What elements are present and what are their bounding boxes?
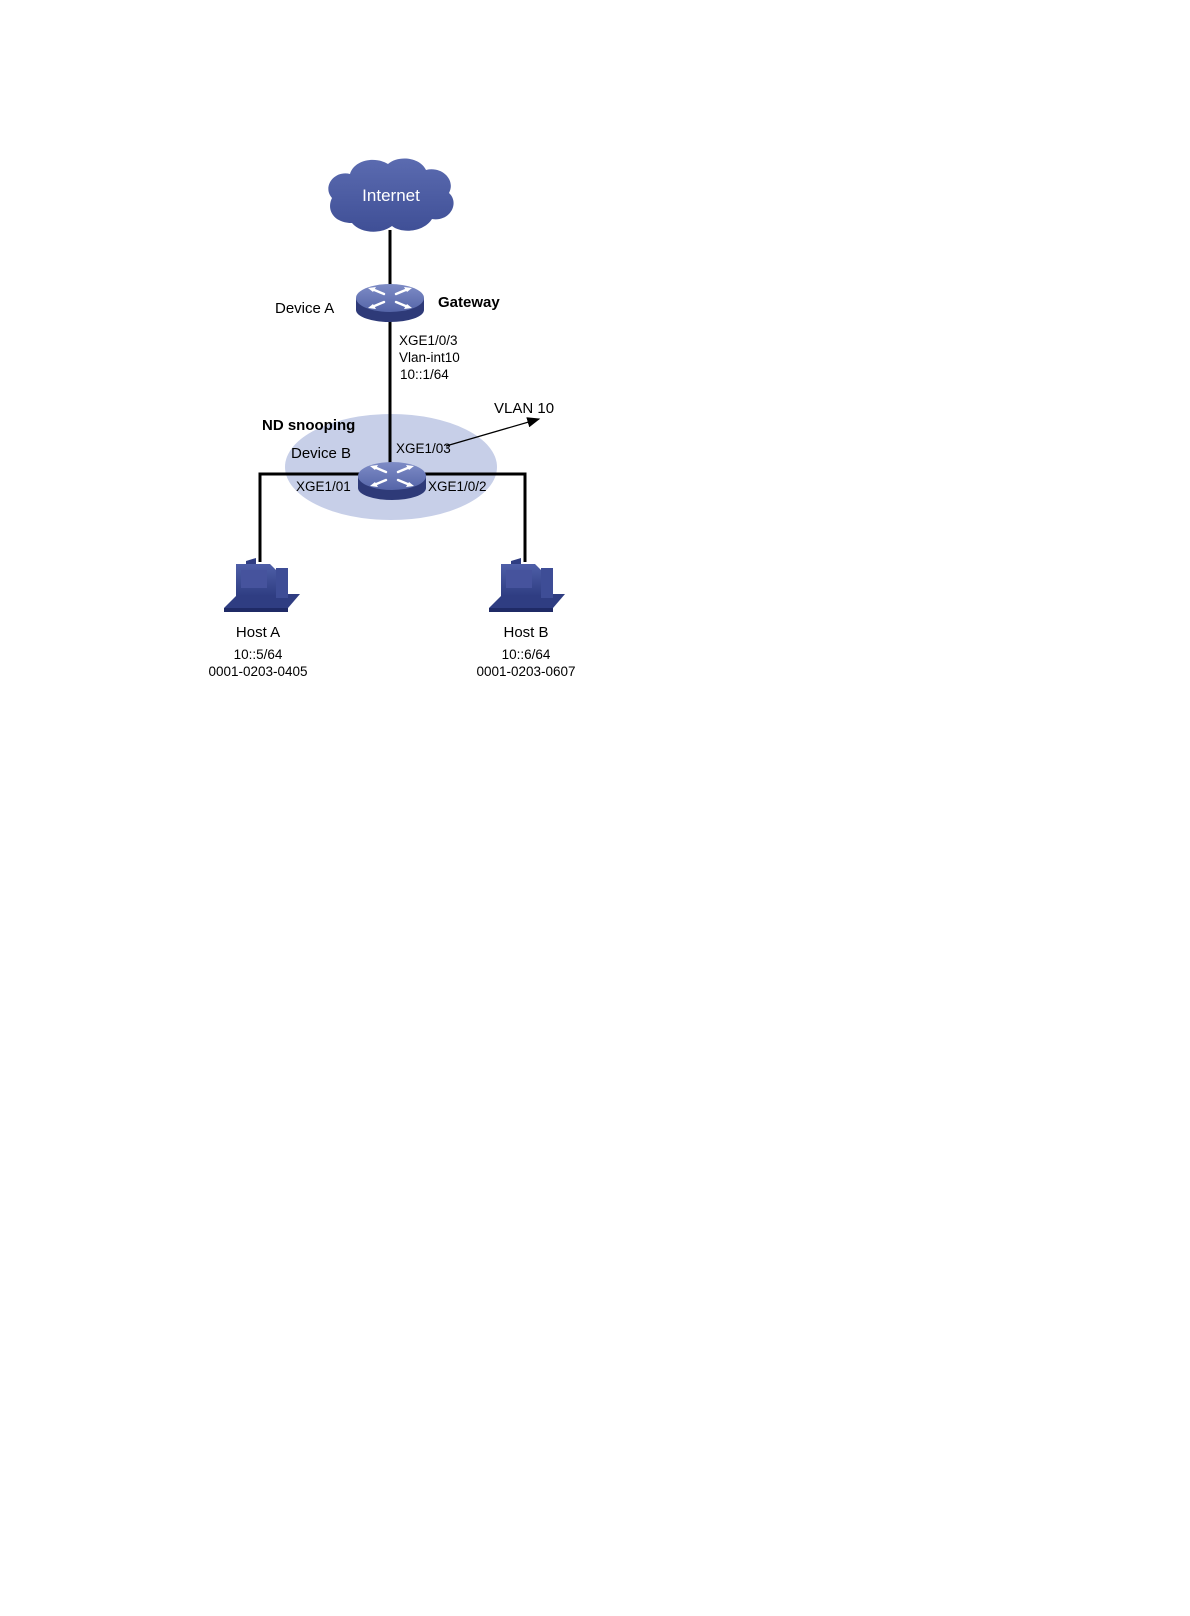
device-b-uplink-port-label: XGE1/03 xyxy=(396,441,451,456)
computer-icon xyxy=(489,558,565,612)
host-b-mac-label: 0001-0203-0607 xyxy=(476,664,575,679)
host-b-label: Host B xyxy=(503,624,548,641)
device-b-right-port-label: XGE1/0/2 xyxy=(428,479,487,494)
internet-label: Internet xyxy=(362,186,420,205)
nd-snooping-label: ND snooping xyxy=(262,417,355,434)
device-a-port-label: XGE1/0/3 xyxy=(399,333,458,348)
host-b-ipv6-label: 10::6/64 xyxy=(502,647,551,662)
switch-icon xyxy=(356,284,424,322)
gateway-label: Gateway xyxy=(438,294,500,311)
device-b-label: Device B xyxy=(291,445,351,462)
device-b-left-port-label: XGE1/01 xyxy=(296,479,351,494)
switch-icon xyxy=(358,462,426,500)
host-a-ipv6-label: 10::5/64 xyxy=(234,647,283,662)
computer-icon xyxy=(224,558,300,612)
host-a-label: Host A xyxy=(236,624,280,641)
host-a-mac-label: 0001-0203-0405 xyxy=(208,664,307,679)
internet-cloud-icon: Internet xyxy=(328,158,453,231)
vlan-label: VLAN 10 xyxy=(494,400,554,417)
device-a-label: Device A xyxy=(275,300,334,317)
vlan-interface-label: Vlan-int10 xyxy=(399,350,460,365)
gateway-ipv6-label: 10::1/64 xyxy=(400,367,449,382)
